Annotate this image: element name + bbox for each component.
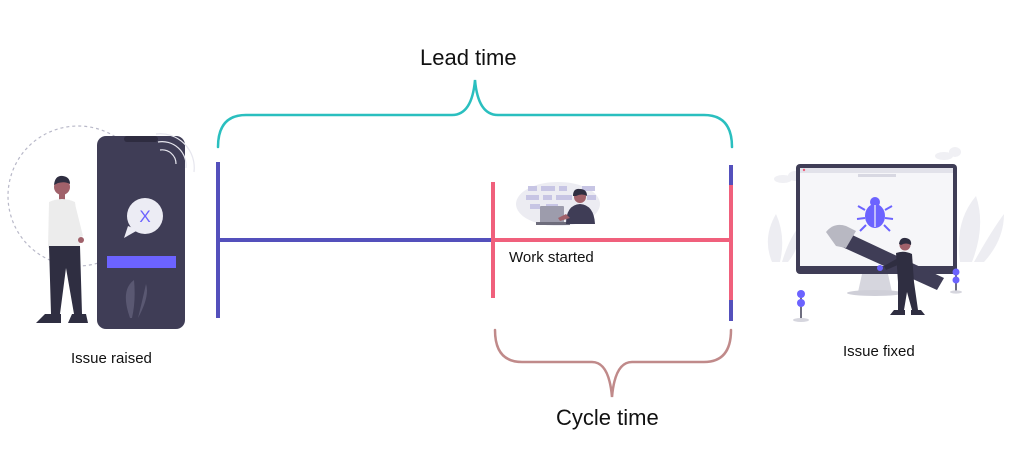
issue-raised-illustration: X <box>7 125 195 329</box>
signal-arcs <box>155 133 195 173</box>
plant-left <box>793 290 809 322</box>
person-legs <box>49 246 82 314</box>
code-block-7 <box>556 195 572 200</box>
code-block-9 <box>530 204 540 209</box>
lead-time-brace <box>216 79 734 149</box>
person-arm <box>70 204 83 238</box>
bug-icon <box>856 197 894 232</box>
worker-hair <box>573 188 587 196</box>
monitor-title <box>858 174 896 177</box>
issue-fixed-illustration <box>767 147 1004 322</box>
monitor-stand <box>858 274 892 292</box>
person-hair <box>54 175 70 185</box>
error-x-icon: X <box>139 207 150 226</box>
code-block-8 <box>587 195 596 200</box>
code-block-1 <box>528 186 537 191</box>
code-block-2 <box>541 186 555 191</box>
fixer-shoes <box>890 310 925 315</box>
laptop-base <box>536 222 570 225</box>
foliage-right <box>944 196 1004 262</box>
window-dot <box>802 168 806 172</box>
cloud-1 <box>774 175 792 183</box>
hammer-head <box>826 224 856 248</box>
plant-right <box>950 268 962 294</box>
foliage-left <box>767 214 800 262</box>
cloud-3 <box>935 152 953 160</box>
work-started-illustration <box>516 182 600 226</box>
worker-body <box>566 204 595 224</box>
cycle-time-brace <box>493 328 733 398</box>
person-shoes <box>36 314 88 323</box>
fixer-hair <box>899 237 912 245</box>
worker-arm <box>558 214 570 221</box>
phone-notch <box>124 136 158 142</box>
error-badge <box>127 198 163 234</box>
code-block-3 <box>559 186 567 191</box>
cloud-4 <box>949 147 961 157</box>
phone-button <box>107 256 176 268</box>
monitor-foot <box>847 290 903 296</box>
person-neck <box>59 194 65 200</box>
cycle-time-label: Cycle time <box>556 405 659 430</box>
laptop-screen <box>540 206 564 223</box>
fixer-hand <box>877 265 883 271</box>
issue-fixed-label: Issue fixed <box>843 343 915 360</box>
code-block-5 <box>526 195 539 200</box>
fixer-legs <box>898 282 918 310</box>
issue-raised-label: Issue raised <box>71 350 152 367</box>
monitor-titlebar <box>800 168 953 173</box>
code-block-4 <box>582 186 595 191</box>
fixer-arm <box>884 258 900 270</box>
error-badge-tail <box>124 226 138 238</box>
code-block-6 <box>543 195 552 200</box>
person-hand <box>78 237 84 243</box>
fixer-body <box>896 251 914 282</box>
work-started-label: Work started <box>509 249 594 266</box>
phone-plant <box>125 280 147 318</box>
lead-time-label: Lead time <box>420 45 517 70</box>
